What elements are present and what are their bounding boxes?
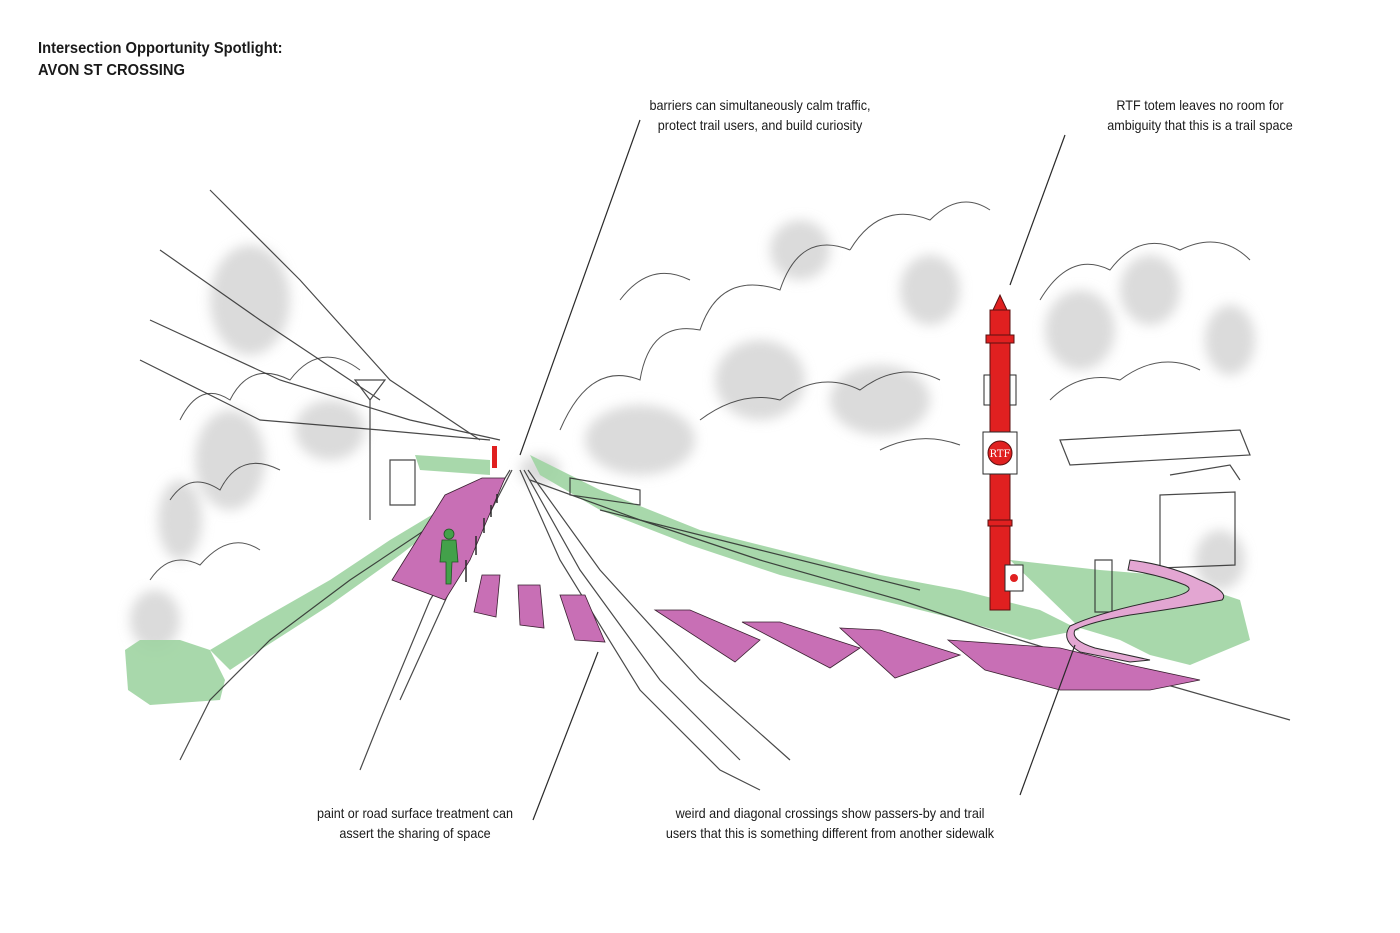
bollards xyxy=(465,494,498,582)
tree-outlines xyxy=(149,201,1251,581)
crosswalk-stripe-3 xyxy=(559,594,606,643)
callout-totem: RTF totem leaves no room for ambiguity t… xyxy=(1056,95,1344,135)
callout-diagonal: weird and diagonal crossings show passer… xyxy=(641,803,1019,843)
road-linework xyxy=(139,189,1291,791)
diagonal-stripe-3 xyxy=(838,627,962,679)
leader-diagonal xyxy=(1019,644,1076,796)
rtf-totem: RTF xyxy=(982,293,1024,611)
title-line-1: Intersection Opportunity Spotlight: xyxy=(38,40,283,57)
trail-path xyxy=(1066,559,1225,663)
callout-paint-line-2: assert the sharing of space xyxy=(339,825,491,841)
diagonal-stripe-1 xyxy=(653,609,761,663)
diagonal-stripe-2 xyxy=(741,621,861,669)
pedestrian-figure xyxy=(439,528,459,585)
callout-barriers-line-2: protect trail users, and build curiosity xyxy=(657,117,863,133)
leader-paint xyxy=(532,651,599,821)
crosswalk-stripe-1 xyxy=(473,574,501,618)
callout-totem-line-1: RTF totem leaves no room for xyxy=(1116,97,1284,113)
callout-paint-line-1: paint or road surface treatment can xyxy=(316,805,514,821)
callout-diagonal-line-1: weird and diagonal crossings show passer… xyxy=(675,805,985,821)
callout-barriers-line-1: barriers can simultaneously calm traffic… xyxy=(649,97,871,113)
crosswalk-stripe-2 xyxy=(517,584,545,629)
leader-barriers xyxy=(519,119,641,456)
title-line-2: AVON ST CROSSING xyxy=(38,62,185,79)
callout-totem-line-2: ambiguity that this is a trail space xyxy=(1107,117,1293,133)
callout-barriers: barriers can simultaneously calm traffic… xyxy=(598,95,922,135)
distant-totem xyxy=(492,446,497,468)
totem-badge-text: RTF xyxy=(990,449,1011,460)
diagonal-crossing-wide xyxy=(946,639,1201,691)
callout-diagonal-line-2: users that this is something different f… xyxy=(665,825,995,841)
page-title: Intersection Opportunity Spotlight: AVON… xyxy=(38,38,283,82)
leader-totem xyxy=(1009,134,1066,286)
callout-paint: paint or road surface treatment can asse… xyxy=(285,803,546,843)
foliage-shading xyxy=(130,220,1255,650)
callout-leaders xyxy=(519,119,1076,821)
totem-badge-circle xyxy=(987,440,1013,466)
